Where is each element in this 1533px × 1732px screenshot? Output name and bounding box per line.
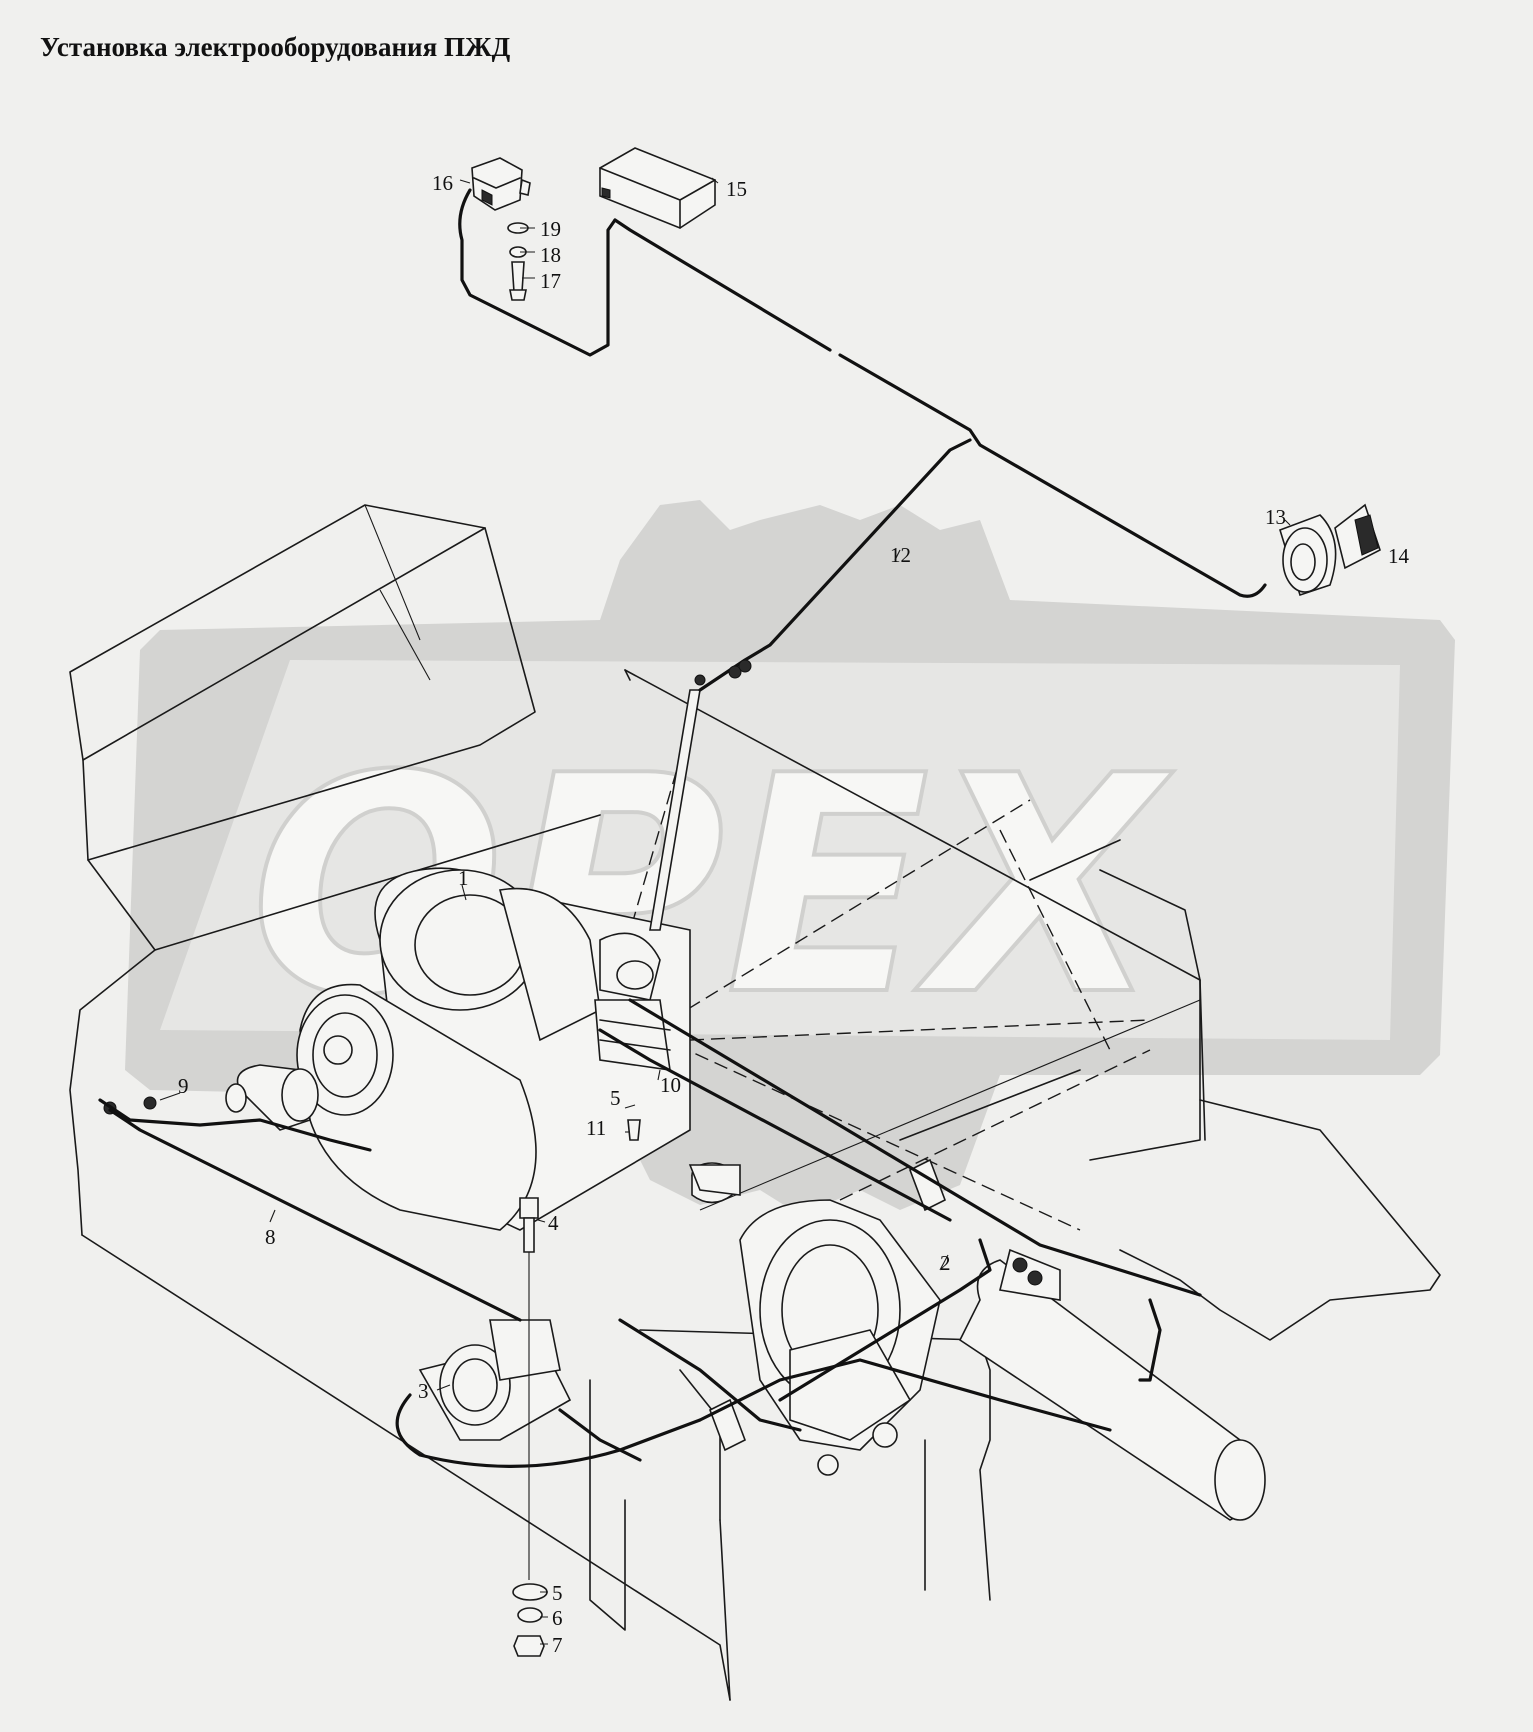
- callout-3: 3: [418, 1379, 429, 1403]
- exhaust-pipe: [688, 1164, 741, 1196]
- pipe-fittings: [694, 659, 752, 686]
- callout-7: 7: [552, 1633, 563, 1657]
- page-title: Установка электрооборудования ПЖД: [40, 32, 511, 62]
- callout-17: 17: [540, 269, 561, 293]
- fastener-set-top: [507, 222, 529, 301]
- callout-2: 2: [940, 1251, 951, 1275]
- control-box-15: [599, 147, 716, 229]
- leader-lines: [159, 177, 1291, 1645]
- callout-19: 19: [540, 217, 561, 241]
- callout-1: 1: [458, 866, 469, 890]
- heater-unit: [296, 689, 733, 1231]
- callout-14: 14: [1388, 544, 1410, 568]
- callout-labels: 1 2 3 4 5 5 5 6 7 8 9 10 11 12 13 14 15 …: [178, 171, 1410, 1657]
- fastener-set-bottom: [512, 1119, 641, 1657]
- callout-15: 15: [726, 177, 747, 201]
- relay-16: [471, 157, 531, 211]
- switch-13-14: [1279, 503, 1381, 597]
- callout-8: 8: [265, 1225, 276, 1249]
- callout-11: 11: [586, 1116, 606, 1140]
- heater-motor: [708, 1158, 1266, 1521]
- callout-5b: 5: [552, 1581, 563, 1605]
- pump-assembly: [395, 1319, 702, 1468]
- callout-13: 13: [1265, 505, 1286, 529]
- callout-16: 16: [432, 171, 453, 195]
- callout-12: 12: [890, 543, 911, 567]
- callout-5a: 5: [610, 1086, 621, 1110]
- callout-18: 18: [540, 243, 561, 267]
- callout-9: 9: [178, 1074, 189, 1098]
- callout-4: 4: [548, 1211, 559, 1235]
- callout-6: 6: [552, 1606, 563, 1630]
- callout-10: 10: [660, 1073, 681, 1097]
